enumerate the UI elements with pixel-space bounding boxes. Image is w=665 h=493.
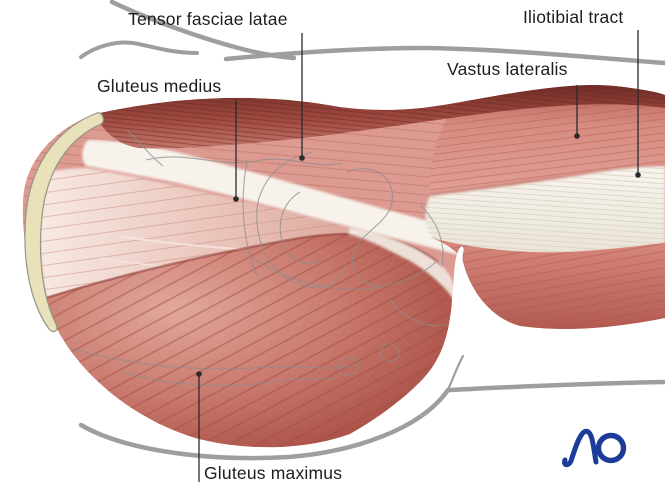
bone-outlines (55, 130, 449, 387)
leader-vastus-lateralis (574, 85, 580, 139)
leader-lines (196, 30, 641, 482)
contour-iliac-horizontal (223, 45, 665, 66)
contour-fold-tip (446, 354, 465, 392)
label-vastus-lateralis: Vastus lateralis (447, 59, 568, 79)
ao-logo: AO (558, 420, 632, 472)
leader-iliotibial-tract (635, 30, 641, 178)
label-iliotibial-tract: Iliotibial tract (523, 7, 624, 27)
leader-gluteus-medius (233, 100, 239, 202)
leader-tensor-fasciae-latae (299, 33, 305, 161)
label-gluteus-maximus: Gluteus maximus (204, 463, 343, 483)
body-contour-lines (78, 0, 665, 461)
leader-gluteus-maximus (196, 371, 202, 482)
contour-thigh-right (445, 379, 665, 393)
muscle-group (22, 84, 665, 448)
ao-logo-mark (562, 428, 627, 468)
contour-gluteal-bottom (78, 387, 451, 461)
contour-wave-left (79, 40, 199, 59)
label-tensor-fasciae-latae: Tensor fasciae latae (128, 9, 288, 29)
label-gluteus-medius: Gluteus medius (97, 76, 222, 96)
iliac-crest-crescent (24, 112, 104, 333)
